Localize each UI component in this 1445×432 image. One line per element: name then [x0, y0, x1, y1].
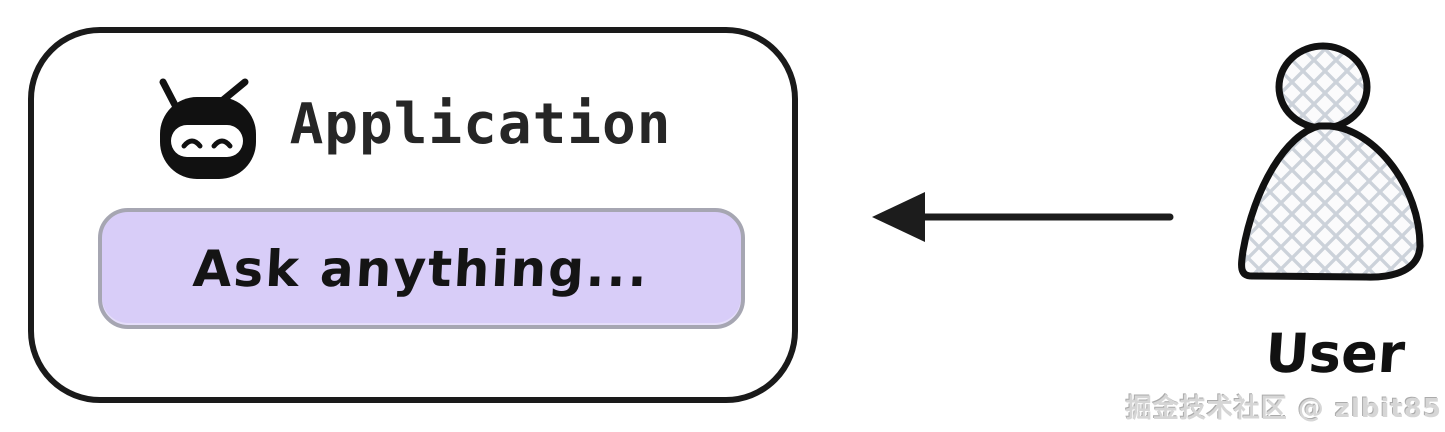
user-label: User — [1263, 322, 1407, 385]
robot-face-icon — [155, 67, 260, 181]
application-header: Application — [34, 67, 792, 181]
ask-anything-placeholder-text: Ask anything... — [191, 239, 652, 298]
person-figure-icon — [1226, 38, 1430, 284]
watermark-text: 掘金技术社区 @ zlbit85 — [1125, 394, 1442, 424]
application-title: Application — [289, 91, 672, 157]
application-box: Application Ask anything... — [28, 27, 798, 403]
left-arrow-icon — [858, 186, 1178, 248]
ask-anything-input: Ask anything... — [98, 208, 745, 329]
